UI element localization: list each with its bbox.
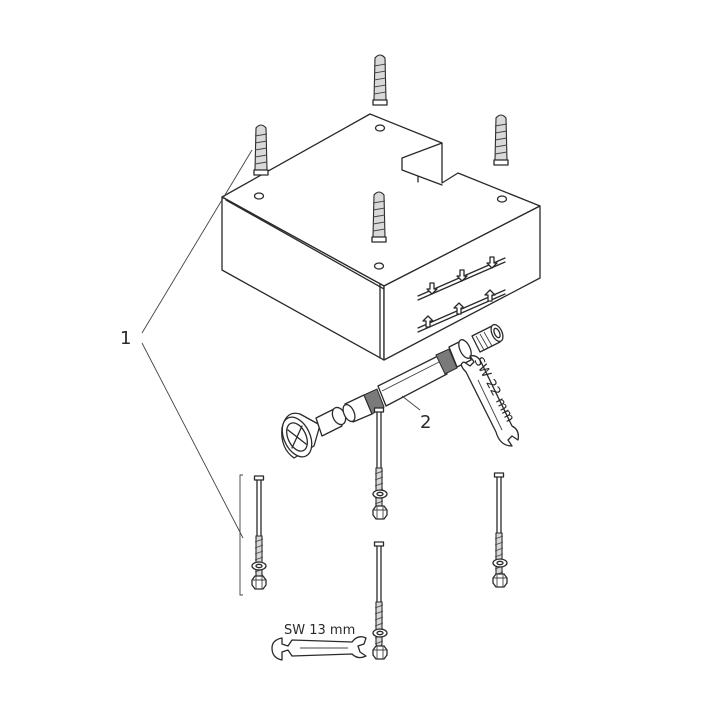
nut-icon	[372, 505, 388, 520]
wall-plug-icon	[493, 114, 509, 166]
callout-1-label: 1	[120, 328, 131, 349]
wall-plug-icon	[371, 191, 387, 243]
nut-icon	[251, 575, 267, 590]
shower-head-icon	[281, 406, 347, 459]
callout-1-leader	[141, 149, 253, 596]
washer-icon	[372, 489, 388, 499]
callout-2-label: 2	[420, 412, 431, 433]
wrench-13-icon	[271, 636, 367, 661]
mounting-hole	[496, 195, 508, 203]
washer-icon	[372, 628, 388, 638]
wall-plug-icon	[253, 124, 269, 176]
screw-icon	[373, 407, 385, 519]
washer-icon	[492, 558, 508, 568]
mounting-hole	[373, 262, 385, 270]
wrench-22-icon	[460, 355, 520, 447]
mounting-hole	[374, 124, 386, 132]
callout-2-leader	[401, 395, 421, 411]
box-notch	[401, 142, 443, 186]
mounting-hole	[253, 192, 265, 200]
nut-icon	[372, 645, 388, 660]
nut-icon	[492, 573, 508, 588]
wall-plug-icon	[372, 54, 388, 106]
hose-icon	[377, 355, 448, 407]
washer-icon	[251, 561, 267, 571]
wrench-13-label: SW 13 mm	[284, 623, 355, 638]
hose-assembly	[281, 323, 504, 459]
